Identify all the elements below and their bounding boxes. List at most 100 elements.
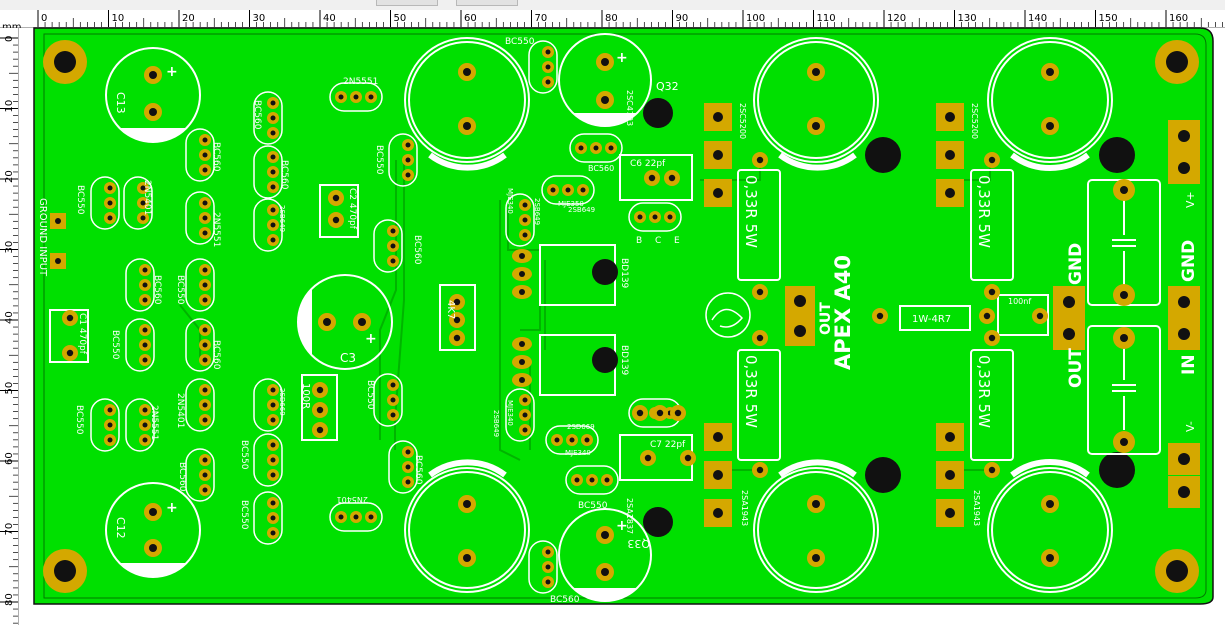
through-hole-pad	[62, 310, 78, 326]
label-bc560-bottom: BC560	[550, 595, 580, 605]
label-r-out1: 0,33R 5W	[742, 175, 760, 248]
label-2sb649-b: 2SB649	[568, 206, 595, 214]
to92-transistor	[373, 373, 403, 427]
label-c13: C13	[114, 92, 127, 114]
ruler-tick-label: 10	[112, 13, 125, 24]
label-r-out3: 0,33R 5W	[975, 175, 993, 248]
label-bc550-e: BC550	[74, 405, 84, 435]
ruler-tick-label: 80	[4, 593, 15, 606]
label-2n5401-a: 2N5401	[142, 180, 152, 215]
through-hole-pad	[752, 330, 768, 346]
label-bc550-b: BC550	[365, 380, 375, 410]
to92-transistor	[388, 440, 418, 494]
label-2sc5200-b: 2SC5200	[970, 103, 979, 139]
panel-gutter	[19, 28, 33, 625]
large-footprint-pads	[458, 63, 1059, 567]
toolbar-button[interactable]	[456, 0, 518, 6]
label-2sc5200-a: 2SC5200	[738, 103, 747, 139]
label-2sb649-a: 2SB649	[533, 198, 541, 225]
to92-transistor	[541, 175, 595, 205]
ruler-tick-label: 10	[4, 100, 15, 113]
through-hole-pad	[312, 382, 328, 398]
through-hole-pad	[449, 294, 465, 310]
filter-cap-pads	[1113, 179, 1135, 453]
label-2sa1837: 2SA1837	[625, 498, 634, 534]
to92-transistor	[253, 491, 283, 545]
toolbar-button[interactable]	[376, 0, 438, 6]
to92-transistor	[505, 193, 535, 247]
svg-text:+: +	[166, 500, 178, 516]
label-2sb649-c: 2SB649	[492, 410, 500, 437]
label-2sc4793: 2SC4793	[625, 90, 634, 126]
label-ground-input: GROUND INPUT	[37, 198, 48, 277]
ruler-tick-label: 70	[535, 13, 548, 24]
through-hole-pad	[312, 422, 328, 438]
ruler-tick-label: 150	[1099, 13, 1118, 24]
through-hole-pad	[872, 308, 888, 324]
through-hole-pad	[752, 284, 768, 300]
to92-transistor	[123, 176, 153, 230]
cap-polarity-bands	[428, 152, 1090, 478]
to92-transistor	[545, 425, 599, 455]
label-mje350: MJE350	[558, 200, 584, 208]
label-2sd669-a: 2SD669	[567, 423, 595, 431]
through-hole-pad	[752, 152, 768, 168]
mounting-holes	[43, 40, 1199, 593]
to92-transistor	[388, 133, 418, 187]
to92-transistor	[628, 202, 682, 232]
label-c1: C1 470pf	[77, 313, 87, 355]
label-r-out2: 0,33R 5W	[742, 355, 760, 428]
through-hole-pad	[652, 405, 668, 421]
apex-logo	[705, 292, 751, 338]
label-2n5551-b: 2N5551	[211, 212, 221, 247]
to92-transistor	[90, 398, 120, 452]
bd139-pad	[512, 285, 532, 299]
bd139-pad	[512, 337, 532, 351]
ruler-tick-label: 40	[323, 13, 336, 24]
svg-text:+: +	[166, 64, 178, 80]
to92-transistor	[185, 318, 215, 372]
label-gnd-right: GND	[1179, 240, 1199, 282]
ruler-tick-label: 80	[605, 13, 618, 24]
label-c2: C2 470pf	[347, 188, 357, 230]
through-hole-pad	[1032, 308, 1048, 324]
through-hole-pad	[449, 330, 465, 346]
to92-transistor	[329, 502, 383, 532]
label-bc560-f: BC560	[211, 340, 221, 370]
to92-transistor	[628, 398, 682, 428]
bd139-pad	[512, 373, 532, 387]
to92-transistor	[185, 448, 215, 502]
through-hole-pad	[632, 405, 648, 421]
ruler-tick-label: 110	[817, 13, 836, 24]
label-2sa1943-b: 2SA1943	[972, 490, 981, 526]
power-connectors	[785, 120, 1200, 508]
ground-input-pads	[50, 213, 66, 269]
pin-e: E	[674, 236, 680, 246]
through-hole-pad	[984, 284, 1000, 300]
ruler-tick-label: 0	[4, 36, 15, 42]
to92-transistor	[185, 128, 215, 182]
label-2n5401-b: 2N5401	[175, 393, 185, 428]
through-hole-pad	[752, 462, 768, 478]
through-hole-pad	[449, 312, 465, 328]
label-q33: Q33	[627, 537, 650, 550]
to92-transistor	[125, 318, 155, 372]
through-hole-pad	[680, 450, 696, 466]
label-bc560-c: BC560	[211, 142, 221, 172]
label-c3: C3	[340, 351, 356, 365]
to92-transistor	[505, 388, 535, 442]
label-bc560-a: BC560	[252, 100, 262, 130]
bd139-pad	[512, 267, 532, 281]
label-vminus: V-	[1184, 421, 1197, 432]
to92-transistor	[185, 378, 215, 432]
ruler-tick-label: 60	[4, 452, 15, 465]
ruler-tick-label: 100	[746, 13, 765, 24]
horizontal-ruler[interactable]: mm 0102030405060708090100110120130140150…	[0, 10, 1225, 33]
through-hole-pad	[984, 152, 1000, 168]
label-2sd669-c: 2SB649	[278, 205, 286, 232]
to92-transistor	[253, 145, 283, 199]
label-bc560-i: BC560	[177, 462, 187, 492]
power-transistor-pad	[936, 103, 964, 131]
